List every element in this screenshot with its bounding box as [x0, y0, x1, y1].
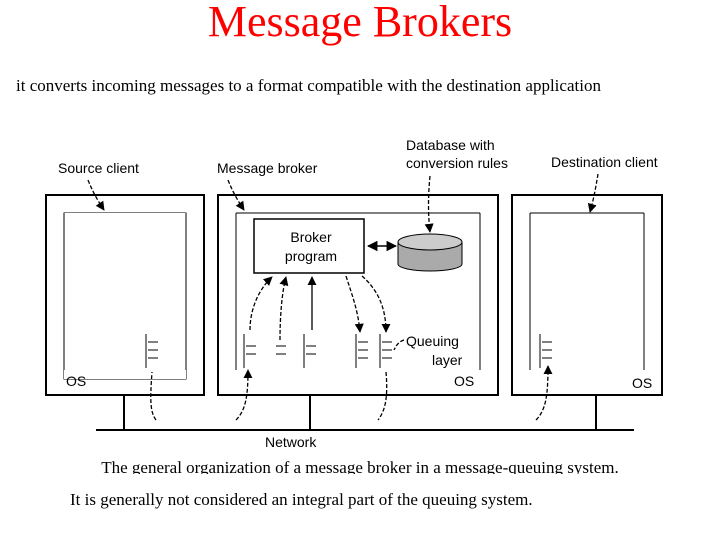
network-to-broker-arrow — [235, 369, 253, 421]
broker-program-label-1: Broker — [290, 229, 332, 245]
broker-program-box — [253, 218, 365, 274]
network-bus — [96, 395, 634, 431]
database-pointer — [424, 175, 434, 233]
queuing-label-2: layer — [432, 352, 463, 368]
database-icon — [397, 233, 463, 272]
os-label-source: OS — [66, 373, 86, 389]
network-to-destination-arrow — [535, 365, 553, 421]
queue-to-broker-arrow-1 — [249, 276, 273, 331]
queue-to-broker-arrow-2 — [279, 276, 289, 341]
broker-to-queue-arrow-1 — [345, 275, 364, 333]
database-label-2: conversion rules — [406, 155, 508, 171]
source-client-label: Source client — [58, 160, 139, 176]
destination-client-label: Destination client — [551, 154, 658, 170]
network-label: Network — [265, 434, 317, 450]
subtitle: it converts incoming messages to a forma… — [16, 76, 601, 95]
queuing-label-1: Queuing — [406, 333, 459, 349]
message-broker-label: Message broker — [217, 160, 318, 176]
database-label-1: Database with — [406, 137, 495, 153]
broker-to-queue-arrow-2 — [361, 275, 391, 333]
os-label-broker: OS — [454, 373, 474, 389]
destination-client-pointer — [587, 173, 599, 213]
broker-program-label-2: program — [285, 248, 337, 264]
caption-line-1: The general organization of a message br… — [101, 458, 619, 474]
page-title: Message Brokers — [207, 0, 513, 46]
destination-client-box — [511, 194, 663, 396]
caption-line-2: It is generally not considered an integr… — [70, 490, 533, 509]
source-network-arrow — [150, 371, 157, 421]
message-broker-pointer — [227, 179, 245, 211]
queuing-layer-pointer — [393, 339, 405, 351]
source-client-pointer — [87, 179, 105, 211]
queue-icon — [145, 334, 552, 368]
os-label-destination: OS — [632, 375, 652, 391]
message-broker-box — [217, 194, 499, 396]
source-client-box — [45, 194, 205, 396]
